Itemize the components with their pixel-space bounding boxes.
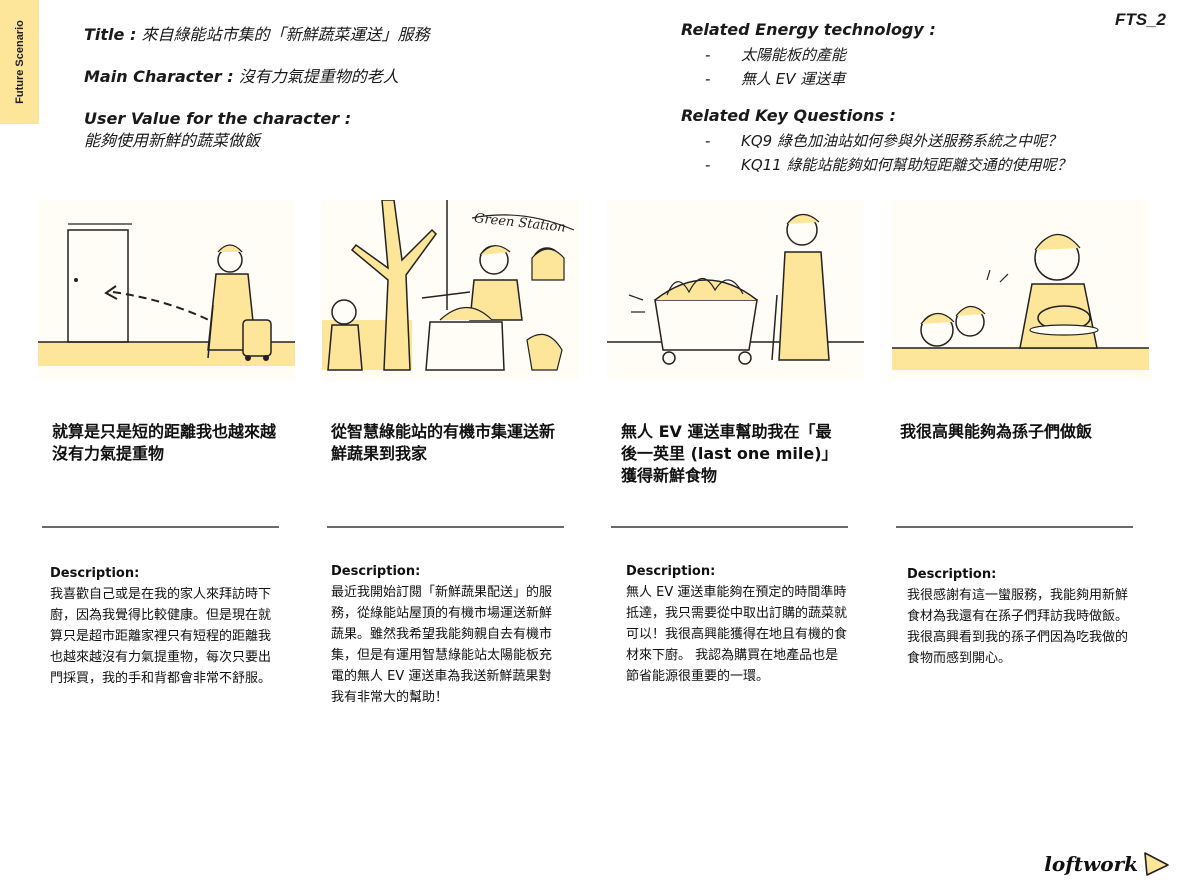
user-value-label: User Value for the character : (84, 109, 352, 128)
user-value-text: 能夠使用新鮮的蔬菜做飯 (84, 131, 261, 150)
green-station-sign: Green Station (473, 211, 566, 236)
panel-4-caption: 我很高興能夠為孫子們做飯 (900, 422, 1093, 441)
title-row: Title : 來自綠能站市集的「新鮮蔬菜運送」服務 (84, 24, 644, 46)
energy-tech-label: Related Energy technology : (681, 20, 936, 39)
side-tab-label: Future Scenario (13, 20, 26, 104)
panel-1-description: Description: 我喜歡自己或是在我的家人來拜訪時下廚，因為我覺得比較健… (50, 563, 272, 689)
panel-2-caption: 從智慧綠能站的有機市集運送新鮮蔬果到我家 (331, 422, 556, 463)
loftwork-logo: loftwork (1044, 850, 1170, 878)
description-label: Description: (50, 566, 140, 581)
ev-delivery-cart-illustration (607, 200, 864, 380)
user-value-row: User Value for the character : 能夠使用新鮮的蔬菜… (84, 108, 644, 152)
description-label: Description: (331, 564, 421, 579)
description-text: 我很感謝有這一蠻服務，我能夠用新鮮食材為我還有在孫子們拜訪我時做飯。 我很高興看… (907, 588, 1129, 666)
future-scenario-tab: Future Scenario (0, 0, 39, 124)
key-questions-list: KQ9 綠色加油站如何參與外送服務系統之中呢？ KQ11 綠能站能夠如何幫助短距… (681, 129, 1161, 177)
panel-2-divider (327, 526, 564, 528)
character-row: Main Character : 沒有力氣提重物的老人 (84, 66, 644, 88)
description-text: 我喜歡自己或是在我的家人來拜訪時下廚，因為我覺得比較健康。但是現在就算只是超市距… (50, 587, 272, 686)
panel-1-divider (42, 526, 279, 528)
key-questions-label: Related Key Questions : (681, 106, 896, 125)
energy-tech-item: 太陽能板的產能 (681, 43, 1161, 67)
related-info: Related Energy technology : 太陽能板的產能 無人 E… (681, 19, 1161, 191)
grandmother-with-grandchildren-illustration (892, 200, 1149, 380)
panel-3-divider (611, 526, 848, 528)
description-text: 最近我開始訂閱「新鮮蔬果配送」的服務，從綠能站屋頂的有機市場運送新鮮蔬果。雖然我… (331, 585, 553, 705)
panel-1-caption: 就算是只是短的距離我也越來越沒有力氣提重物 (52, 422, 277, 463)
logo-triangle-icon (1144, 852, 1169, 876)
character-value: 沒有力氣提重物的老人 (233, 67, 399, 86)
description-label: Description: (626, 564, 716, 579)
panel-3-description: Description: 無人 EV 運送車能夠在預定的時間準時抵達，我只需要從… (626, 561, 848, 687)
logo-wordmark: loftwork (1044, 852, 1138, 876)
title-value: 來自綠能站市集的「新鮮蔬菜運送」服務 (136, 25, 430, 44)
key-question-item: KQ9 綠色加油站如何參與外送服務系統之中呢？ (681, 129, 1161, 153)
character-label: Main Character : (84, 67, 234, 86)
title-label: Title : (84, 25, 137, 44)
elderly-woman-walking-to-door-illustration (38, 200, 295, 380)
panel-3-caption: 無人 EV 運送車幫助我在「最後一英里 (last one mile)」獲得新鮮… (621, 422, 832, 485)
panel-4-divider (896, 526, 1133, 528)
description-label: Description: (907, 567, 997, 582)
scenario-meta: Title : 來自綠能站市集的「新鮮蔬菜運送」服務 Main Characte… (84, 24, 644, 172)
description-text: 無人 EV 運送車能夠在預定的時間準時抵達，我只需要從中取出訂購的蔬菜就可以！我… (626, 585, 848, 684)
key-question-item: KQ11 綠能站能夠如何幫助短距離交通的使用呢？ (681, 153, 1161, 177)
document-id: FTS_2 (1114, 10, 1166, 29)
panel-4-description: Description: 我很感謝有這一蠻服務，我能夠用新鮮食材為我還有在孫子們… (907, 564, 1129, 669)
green-station-market-illustration: Green Station (322, 200, 579, 380)
energy-tech-list: 太陽能板的產能 無人 EV 運送車 (681, 43, 1161, 91)
energy-tech-item: 無人 EV 運送車 (681, 67, 1161, 91)
panel-2-description: Description: 最近我開始訂閱「新鮮蔬果配送」的服務，從綠能站屋頂的有… (331, 561, 553, 708)
